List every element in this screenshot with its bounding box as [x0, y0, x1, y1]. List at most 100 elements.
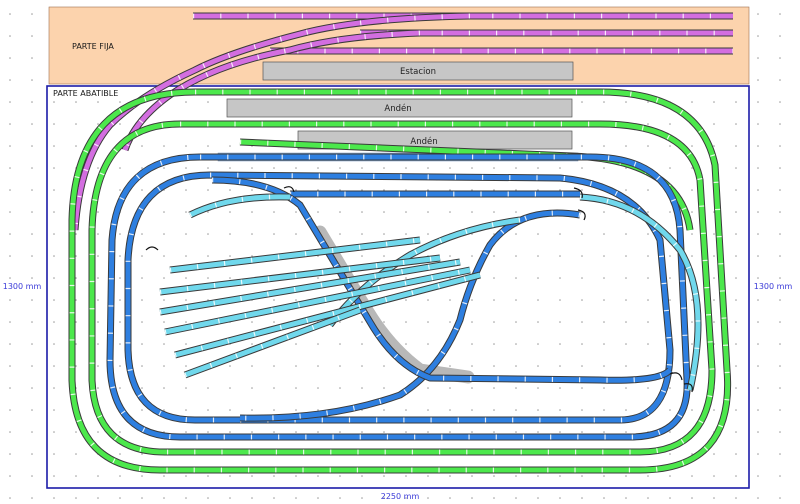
grid-dot [207, 387, 209, 389]
grid-dot [603, 343, 605, 345]
grid-dot [163, 211, 165, 213]
grid-dot [163, 475, 165, 477]
buffer-stop-6 [683, 383, 693, 393]
grid-dot [317, 497, 319, 499]
grid-dot [669, 409, 671, 411]
track-blue-cross [211, 177, 672, 383]
grid-dot [119, 453, 121, 455]
grid-dot [757, 57, 759, 59]
grid-dot [559, 475, 561, 477]
grid-dot [735, 145, 737, 147]
grid-dot [625, 211, 627, 213]
grid-dot [9, 255, 11, 257]
grid-dot [75, 101, 77, 103]
grid-dot [295, 167, 297, 169]
grid-dot [251, 409, 253, 411]
grid-dot [229, 211, 231, 213]
grid-dot [119, 123, 121, 125]
grid-dot [229, 431, 231, 433]
grid-dot [669, 145, 671, 147]
grid-dot [119, 299, 121, 301]
grid-dot [669, 167, 671, 169]
grid-dot [317, 167, 319, 169]
grid-dot [559, 387, 561, 389]
grid-dot [273, 497, 275, 499]
yard-track-6 [184, 307, 361, 378]
grid-dot [185, 101, 187, 103]
buffer-stop-5 [669, 372, 683, 381]
grid-dot [295, 189, 297, 191]
grid-dot [273, 321, 275, 323]
grid-dot [273, 409, 275, 411]
grid-dot [97, 233, 99, 235]
grid-dot [449, 431, 451, 433]
grid-dot [207, 409, 209, 411]
grid-dot [273, 299, 275, 301]
grid-dot [207, 475, 209, 477]
grid-dot [361, 497, 363, 499]
grid-dot [207, 277, 209, 279]
yard-track-2 [159, 255, 441, 295]
grid-dot [515, 211, 517, 213]
grid-dot [141, 475, 143, 477]
grid-dot [163, 321, 165, 323]
grid-dot [559, 431, 561, 433]
grid-dot [229, 189, 231, 191]
grid-dot [713, 255, 715, 257]
grid-dot [515, 409, 517, 411]
grid-dot [713, 277, 715, 279]
grid-dot [493, 343, 495, 345]
grid-dot [537, 299, 539, 301]
grid-dot [647, 321, 649, 323]
grid-dot [31, 475, 33, 477]
grid-dot [185, 365, 187, 367]
grid-dot [9, 475, 11, 477]
grid-dot [757, 233, 759, 235]
grid-dot [141, 145, 143, 147]
grid-dot [691, 475, 693, 477]
grid-dot [471, 387, 473, 389]
grid-dot [229, 365, 231, 367]
grid-dot [185, 387, 187, 389]
grid-dot [361, 211, 363, 213]
grid-dot [361, 387, 363, 389]
grid-dot [779, 211, 781, 213]
grid-dot [141, 299, 143, 301]
grid-dot [757, 453, 759, 455]
grid-dot [581, 497, 583, 499]
grid-dot [53, 101, 55, 103]
grid-dot [581, 299, 583, 301]
grid-dot [735, 277, 737, 279]
grid-dot [75, 475, 77, 477]
grid-dot [295, 365, 297, 367]
grid-dot [779, 277, 781, 279]
grid-dot [757, 35, 759, 37]
grid-dot [9, 101, 11, 103]
grid-dot [537, 475, 539, 477]
grid-dot [273, 167, 275, 169]
grid-dot [537, 189, 539, 191]
grid-dot [537, 365, 539, 367]
grid-dot [383, 255, 385, 257]
grid-dot [493, 321, 495, 323]
grid-dot [53, 123, 55, 125]
track-lightblue-loop [188, 194, 701, 391]
grid-dot [185, 321, 187, 323]
grid-dot [713, 145, 715, 147]
grid-dot [647, 233, 649, 235]
grid-dot [449, 365, 451, 367]
grid-dot [31, 79, 33, 81]
grid-dot [603, 365, 605, 367]
grid-dot [75, 299, 77, 301]
grid-dot [97, 299, 99, 301]
grid-dot [471, 431, 473, 433]
grid-dot [603, 299, 605, 301]
grid-dot [9, 211, 11, 213]
loop-blue-inner [125, 172, 673, 423]
grid-dot [339, 343, 341, 345]
grid-dot [493, 475, 495, 477]
grid-dot [53, 387, 55, 389]
grid-dot [581, 233, 583, 235]
grid-dot [295, 211, 297, 213]
tilting-area-label: PARTE ABATIBLE [53, 89, 118, 98]
